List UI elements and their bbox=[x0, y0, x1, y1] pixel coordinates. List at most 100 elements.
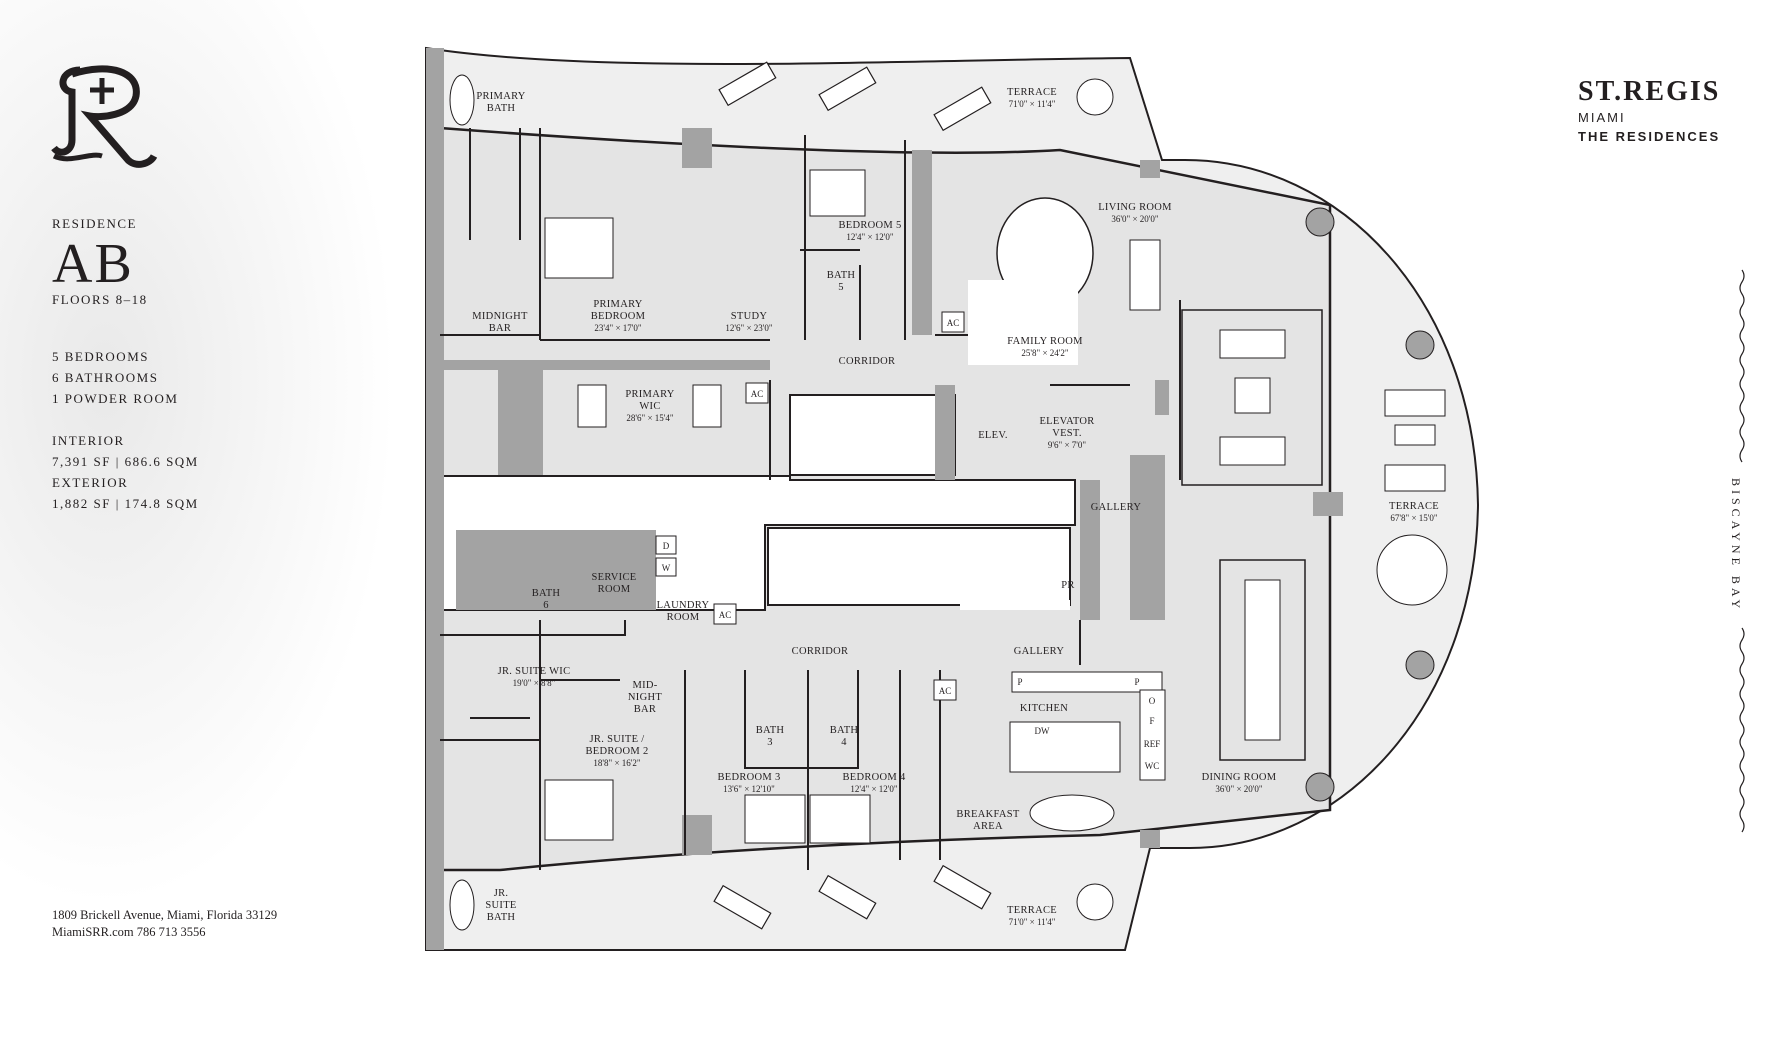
floors-range: FLOORS 8–18 bbox=[52, 292, 148, 307]
west-wall bbox=[426, 48, 444, 950]
svg-text:AC: AC bbox=[751, 389, 764, 399]
svg-text:LIVING ROOM: LIVING ROOM bbox=[1098, 202, 1172, 213]
courtyard-void-top bbox=[789, 394, 956, 476]
svg-text:28'6" × 15'4": 28'6" × 15'4" bbox=[626, 413, 673, 423]
svg-text:REF: REF bbox=[1144, 739, 1161, 749]
web-phone: MiamiSRR.com 786 713 3556 bbox=[52, 925, 206, 939]
bed4 bbox=[809, 794, 871, 844]
svg-text:36'0" × 20'0": 36'0" × 20'0" bbox=[1215, 784, 1262, 794]
svg-text:BATH: BATH bbox=[827, 270, 856, 281]
svg-text:AC: AC bbox=[719, 610, 732, 620]
service-void bbox=[767, 527, 1071, 606]
spec-bedrooms: 5 BEDROOMS bbox=[52, 349, 149, 364]
svg-text:12'4" × 12'0": 12'4" × 12'0" bbox=[850, 784, 897, 794]
interior-label: INTERIOR bbox=[52, 433, 125, 448]
bed3 bbox=[744, 794, 806, 844]
svg-text:WIC: WIC bbox=[639, 401, 660, 412]
interior-value: 7,391 SF | 686.6 SQM bbox=[52, 454, 199, 469]
residence-label: RESIDENCE bbox=[52, 216, 137, 231]
kitchen-counter bbox=[1011, 671, 1163, 693]
primary-bed bbox=[544, 217, 614, 279]
svg-text:JR. SUITE WIC: JR. SUITE WIC bbox=[498, 666, 571, 677]
svg-text:TERRACE: TERRACE bbox=[1389, 501, 1439, 512]
svg-text:JR.: JR. bbox=[494, 888, 509, 899]
svg-text:PRIMARY: PRIMARY bbox=[625, 389, 674, 400]
svg-text:TERRACE: TERRACE bbox=[1007, 87, 1057, 98]
svg-text:4: 4 bbox=[841, 737, 847, 748]
svg-text:PR: PR bbox=[1061, 580, 1074, 591]
svg-text:JR. SUITE /: JR. SUITE / bbox=[590, 734, 645, 745]
svg-text:5: 5 bbox=[838, 282, 844, 293]
svg-text:GALLERY: GALLERY bbox=[1091, 502, 1142, 513]
living-tv bbox=[1129, 239, 1161, 311]
svg-text:TERRACE: TERRACE bbox=[1007, 905, 1057, 916]
svg-text:BEDROOM 2: BEDROOM 2 bbox=[585, 746, 648, 757]
svg-text:NIGHT: NIGHT bbox=[628, 692, 662, 703]
svg-text:BATH: BATH bbox=[756, 725, 785, 736]
svg-text:W: W bbox=[662, 563, 671, 573]
kitchen-island bbox=[1009, 721, 1121, 773]
sr-monogram-logo bbox=[51, 65, 158, 168]
svg-text:BATH: BATH bbox=[830, 725, 859, 736]
brand-tagline: THE RESIDENCES bbox=[1578, 129, 1721, 144]
svg-text:FAMILY ROOM: FAMILY ROOM bbox=[1007, 336, 1083, 347]
svg-text:ELEVATOR: ELEVATOR bbox=[1039, 416, 1094, 427]
svg-text:AC: AC bbox=[939, 686, 952, 696]
svg-text:ROOM: ROOM bbox=[667, 612, 700, 623]
address: 1809 Brickell Avenue, Miami, Florida 331… bbox=[52, 908, 278, 922]
spec-bathrooms: 6 BATHROOMS bbox=[52, 370, 159, 385]
svg-text:BAR: BAR bbox=[634, 704, 657, 715]
room-labels: PRIMARY BATH TERRACE 71'0" × 11'4" BEDRO… bbox=[472, 87, 1439, 927]
svg-text:67'8" × 15'0": 67'8" × 15'0" bbox=[1390, 513, 1437, 523]
svg-text:19'0" × 8'8": 19'0" × 8'8" bbox=[513, 678, 556, 688]
svg-text:9'6" × 7'0": 9'6" × 7'0" bbox=[1048, 440, 1086, 450]
svg-text:STUDY: STUDY bbox=[731, 311, 768, 322]
svg-text:71'0" × 11'4": 71'0" × 11'4" bbox=[1009, 917, 1056, 927]
biscayne-bay-label: BISCAYNE BAY bbox=[1729, 478, 1743, 613]
svg-text:MIDNIGHT: MIDNIGHT bbox=[472, 311, 528, 322]
svg-text:VEST.: VEST. bbox=[1052, 428, 1082, 439]
svg-text:WC: WC bbox=[1145, 761, 1160, 771]
svg-text:BEDROOM 5: BEDROOM 5 bbox=[838, 220, 901, 231]
svg-text:DINING ROOM: DINING ROOM bbox=[1202, 772, 1277, 783]
spec-powder-room: 1 POWDER ROOM bbox=[52, 391, 179, 406]
svg-text:PRIMARY: PRIMARY bbox=[593, 299, 642, 310]
exterior-label: EXTERIOR bbox=[52, 475, 129, 490]
svg-text:BEDROOM: BEDROOM bbox=[591, 311, 646, 322]
svg-text:13'6" × 12'10": 13'6" × 12'10" bbox=[723, 784, 775, 794]
svg-text:12'6" × 23'0": 12'6" × 23'0" bbox=[725, 323, 772, 333]
svg-text:BATH: BATH bbox=[532, 588, 561, 599]
brand-city: MIAMI bbox=[1578, 110, 1626, 125]
svg-text:P: P bbox=[1134, 677, 1139, 687]
svg-text:ELEV.: ELEV. bbox=[978, 430, 1008, 441]
svg-text:12'4" × 12'0": 12'4" × 12'0" bbox=[846, 232, 893, 242]
svg-text:O: O bbox=[1149, 696, 1156, 706]
svg-text:36'0" × 20'0": 36'0" × 20'0" bbox=[1111, 214, 1158, 224]
svg-text:BEDROOM 4: BEDROOM 4 bbox=[842, 772, 906, 783]
exterior-value: 1,882 SF | 174.8 SQM bbox=[52, 496, 199, 511]
svg-text:GALLERY: GALLERY bbox=[1014, 646, 1065, 657]
residence-code: AB bbox=[52, 233, 134, 295]
svg-text:SERVICE: SERVICE bbox=[591, 572, 636, 583]
brand-name: ST.REGIS bbox=[1578, 76, 1721, 107]
svg-text:ROOM: ROOM bbox=[598, 584, 631, 595]
svg-text:25'8" × 24'2": 25'8" × 24'2" bbox=[1021, 348, 1068, 358]
wave-line-top bbox=[1739, 269, 1745, 463]
svg-text:BREAKFAST: BREAKFAST bbox=[956, 809, 1019, 820]
wave-line-bottom bbox=[1739, 627, 1745, 833]
svg-text:6: 6 bbox=[543, 600, 549, 611]
svg-text:23'4" × 17'0": 23'4" × 17'0" bbox=[594, 323, 641, 333]
svg-text:P: P bbox=[1017, 677, 1022, 687]
svg-text:18'8" × 16'2": 18'8" × 16'2" bbox=[593, 758, 640, 768]
svg-text:F: F bbox=[1149, 716, 1154, 726]
svg-text:BATH: BATH bbox=[487, 103, 516, 114]
svg-text:AC: AC bbox=[947, 318, 960, 328]
svg-text:MID-: MID- bbox=[632, 680, 657, 691]
svg-text:SUITE: SUITE bbox=[485, 900, 516, 911]
svg-text:AREA: AREA bbox=[973, 821, 1003, 832]
fixture-labels: AC AC AC AC D W P P DW O F REF WC bbox=[655, 311, 1161, 771]
bed5 bbox=[809, 169, 866, 217]
jr-suite-bed bbox=[544, 779, 614, 841]
